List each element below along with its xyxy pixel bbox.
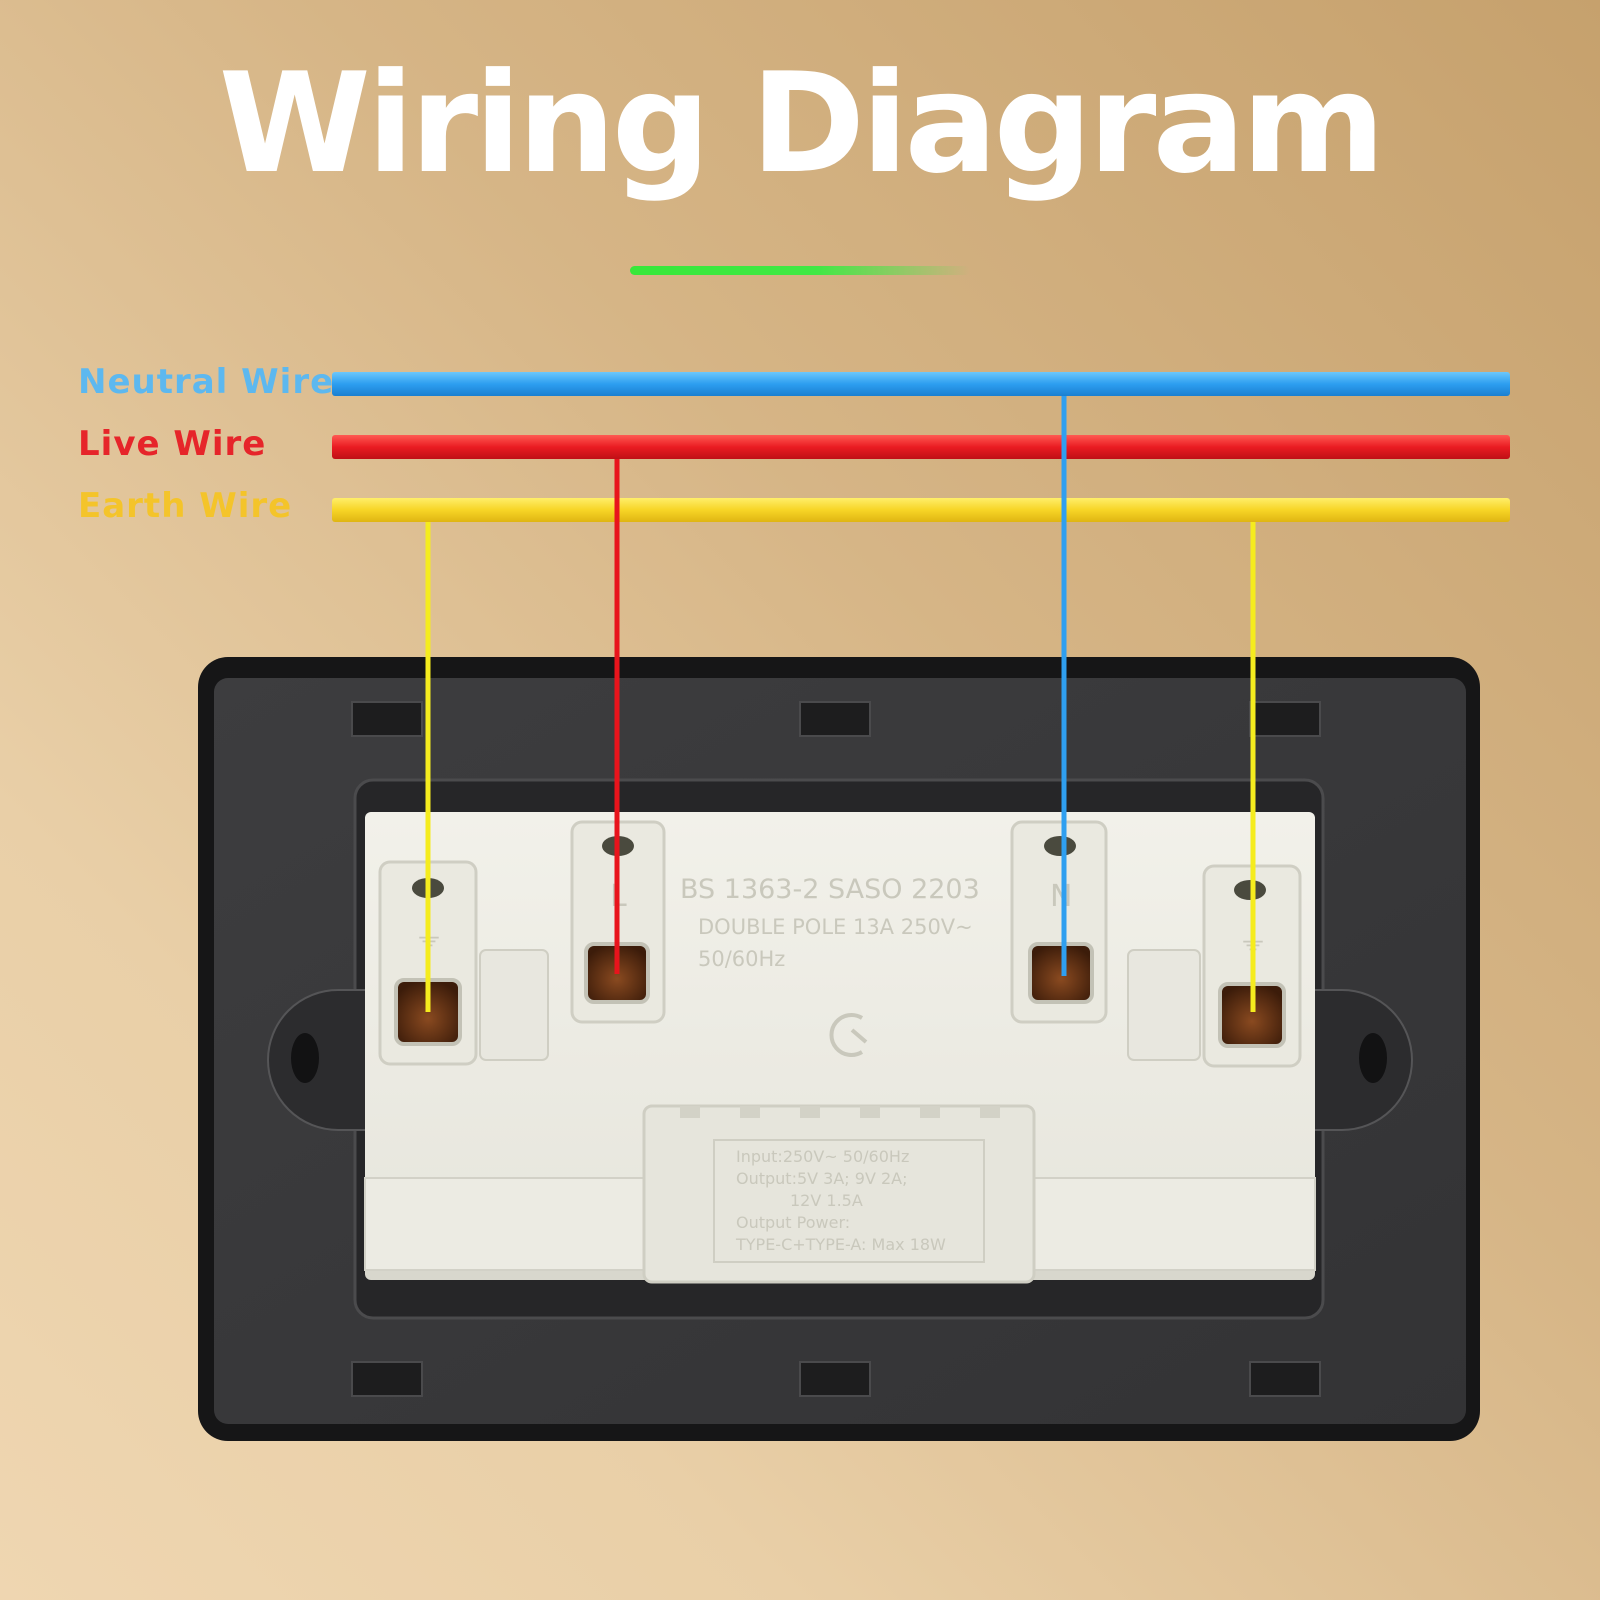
socket-back: L N ⏚ ⏚ BS 1363-2 SASO 2203 DOUBLE POLE …: [198, 657, 1480, 1441]
socket-marking-line1: BS 1363-2 SASO 2203: [680, 874, 980, 905]
neutral-wire: [332, 372, 1510, 396]
neutral-terminal-mark: N: [1050, 879, 1072, 914]
usb-spec-line4: Output Power:: [736, 1213, 850, 1232]
usb-spec-line1: Input:250V~ 50/60Hz: [736, 1147, 909, 1166]
socket-marking-line2: DOUBLE POLE 13A 250V~: [698, 915, 973, 939]
page-title: Wiring Diagram: [218, 43, 1386, 204]
earth-wire-label: Earth Wire: [78, 486, 293, 526]
earth-wire: [332, 498, 1510, 522]
certification-mark-icon: [829, 1013, 868, 1057]
socket-marking-line3: 50/60Hz: [698, 947, 785, 971]
usb-spec-line3: 12V 1.5A: [790, 1191, 863, 1210]
title-underline: [630, 266, 970, 275]
usb-module: Input:250V~ 50/60Hz Output:5V 3A; 9V 2A;…: [642, 1104, 1036, 1284]
live-wire: [332, 435, 1510, 459]
usb-spec-line2: Output:5V 3A; 9V 2A;: [736, 1169, 908, 1188]
terminal-neutral: [1010, 820, 1108, 1024]
neutral-wire-label: Neutral Wire: [78, 362, 335, 402]
usb-spec-line5: TYPE-C+TYPE-A: Max 18W: [735, 1235, 946, 1254]
live-wire-label: Live Wire: [78, 424, 267, 464]
